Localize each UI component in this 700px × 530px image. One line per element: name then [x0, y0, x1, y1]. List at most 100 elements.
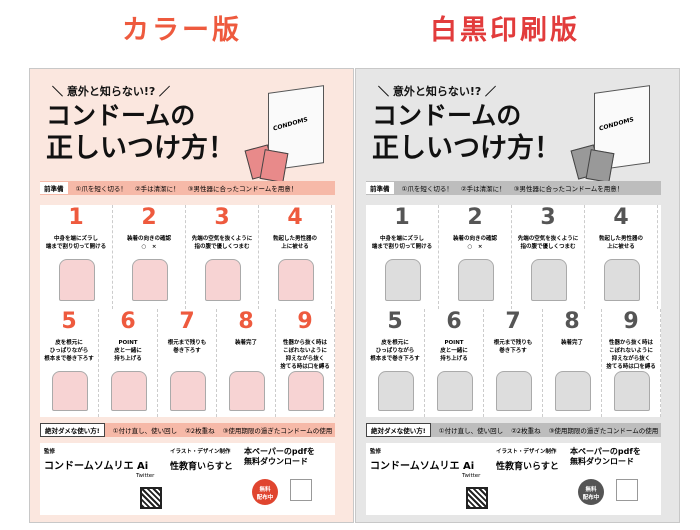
qr-code[interactable]	[466, 487, 488, 509]
step-text: 皮を根元に ひっぱりながら 根本まで巻き下ろす	[370, 340, 420, 362]
footer-panel: 監修 コンドームソムリエ Ai Twitter イラスト・デザイン制作 性教育い…	[40, 443, 335, 515]
package-illustration	[259, 149, 289, 183]
prep-label: 前準備	[40, 182, 68, 194]
step-text: 先端の空気を抜くように 指の腹で優しくつまむ	[517, 236, 579, 250]
ng-item: ①付け直し、使い回し	[438, 427, 504, 435]
step-number: 9	[623, 309, 639, 334]
mono-sheet[interactable]: ＼ 意外と知らない!? ／ コンドームの 正しいつけ方！ CONDOMS 前準備…	[355, 68, 680, 523]
prep-item: ②手は清潔に！	[460, 185, 506, 193]
step-4: 4 勃起した男性器の 上に被せる	[259, 205, 332, 309]
ng-item: ②2枚重ね	[185, 427, 215, 435]
step-text: POINT 皮と一緒に 持ち上げる	[440, 340, 468, 362]
qr-placeholder	[616, 479, 638, 501]
color-version-heading: カラー版	[122, 15, 242, 46]
step-illustration	[603, 259, 640, 301]
step-illustration	[613, 371, 650, 411]
ng-row: 絶対ダメな使い方! ①付け直し、使い回し ②2枚重ね ③使用期限の過ぎたコンドー…	[366, 423, 661, 437]
mono-version-heading: 白黒印刷版	[430, 15, 580, 46]
free-badge: 無料 配布中	[578, 479, 604, 505]
step-number: 1	[68, 205, 84, 230]
design-label: イラスト・デザイン制作	[170, 449, 231, 455]
ng-row: 絶対ダメな使い方! ①付け直し、使い回し ②2枚重ね ③使用期限の過ぎたコンドー…	[40, 423, 335, 437]
step-text: 装着完了	[560, 340, 583, 346]
step-number: 3	[214, 205, 230, 230]
step-text: 装着完了	[234, 340, 257, 346]
step-text: 性器から抜く時は こぼれないように 抑えながら抜く 捨てる時は口を縛る	[606, 340, 656, 370]
step-text: 根元まで残りも 巻き下ろす	[493, 340, 533, 354]
step-illustration	[58, 259, 95, 301]
package-illustration	[585, 149, 615, 183]
twitter-label: Twitter	[462, 473, 481, 479]
step-7: 7 根元まで残りも 巻き下ろす	[158, 309, 217, 417]
brand-name: コンドームソムリエ Ai	[370, 461, 475, 472]
title-line-2: 正しいつけ方！	[46, 133, 235, 164]
prep-item: ③男性器に合ったコンドームを用意！	[513, 185, 624, 193]
step-illustration	[169, 371, 206, 411]
step-1: 1 中身を端にズラし 端まで割り切って開ける	[366, 205, 439, 309]
step-number: 9	[297, 309, 313, 334]
prep-item: ①爪を短く切る！	[401, 185, 453, 193]
step-text: 装着の向きの確認 ○ ×	[452, 236, 497, 250]
prep-label: 前準備	[366, 182, 394, 194]
step-number: 2	[141, 205, 157, 230]
brand-name: コンドームソムリエ Ai	[44, 461, 149, 472]
step-text: 中身を端にズラし 端まで割り切って開ける	[371, 236, 433, 250]
step-illustration	[131, 259, 168, 301]
step-text: 根元まで残りも 巻き下ろす	[167, 340, 207, 354]
step-number: 2	[467, 205, 483, 230]
prep-item: ③男性器に合ったコンドームを用意！	[187, 185, 298, 193]
step-text: 装着の向きの確認 ○ ×	[126, 236, 171, 250]
step-text: 皮を根元に ひっぱりながら 根本まで巻き下ろす	[44, 340, 94, 362]
intro-text: ＼ 意外と知らない!? ／	[378, 85, 497, 98]
step-illustration	[377, 371, 414, 411]
ng-item: ②2枚重ね	[511, 427, 541, 435]
step-2: 2 装着の向きの確認 ○ ×	[113, 205, 186, 309]
footer-panel: 監修 コンドームソムリエ Ai Twitter イラスト・デザイン制作 性教育い…	[366, 443, 661, 515]
step-number: 8	[238, 309, 254, 334]
qr-placeholder	[290, 479, 312, 501]
step-number: 7	[179, 309, 195, 334]
step-illustration	[384, 259, 421, 301]
step-8: 8 装着完了	[217, 309, 276, 417]
download-cta[interactable]: 本ペーパーのpdfを 無料ダウンロード	[244, 447, 315, 466]
step-number: 7	[505, 309, 521, 334]
step-illustration	[495, 371, 532, 411]
step-5: 5 皮を根元に ひっぱりながら 根本まで巻き下ろす	[40, 309, 99, 417]
step-number: 6	[120, 309, 136, 334]
title-line-1: コンドームの	[372, 101, 522, 130]
step-number: 4	[613, 205, 629, 230]
step-5: 5 皮を根元に ひっぱりながら 根本まで巻き下ろす	[366, 309, 425, 417]
step-number: 5	[61, 309, 77, 334]
step-number: 4	[287, 205, 303, 230]
ng-item: ①付け直し、使い回し	[112, 427, 178, 435]
step-text: 勃起した男性器の 上に被せる	[272, 236, 317, 250]
step-2: 2 装着の向きの確認 ○ ×	[439, 205, 512, 309]
step-illustration	[277, 259, 314, 301]
site-name: 性教育いらすと	[170, 462, 233, 472]
qr-code[interactable]	[140, 487, 162, 509]
step-illustration	[228, 371, 265, 411]
step-number: 1	[394, 205, 410, 230]
ng-item: ③使用期限の過ぎたコンドームの使用	[548, 427, 659, 435]
twitter-label: Twitter	[136, 473, 155, 479]
step-number: 5	[387, 309, 403, 334]
ng-label: 絶対ダメな使い方!	[40, 423, 105, 437]
step-illustration	[436, 371, 473, 411]
ng-item: ③使用期限の過ぎたコンドームの使用	[222, 427, 333, 435]
prep-row: 前準備 ①爪を短く切る！ ②手は清潔に！ ③男性器に合ったコンドームを用意！	[366, 181, 661, 195]
step-illustration	[287, 371, 324, 411]
step-text: POINT 皮と一緒に 持ち上げる	[114, 340, 142, 362]
prep-item: ②手は清潔に！	[134, 185, 180, 193]
color-sheet[interactable]: ＼ 意外と知らない!? ／ コンドームの 正しいつけ方！ CONDOMS 前準備…	[29, 68, 354, 523]
download-cta[interactable]: 本ペーパーのpdfを 無料ダウンロード	[570, 447, 641, 466]
title-line-2: 正しいつけ方！	[372, 133, 561, 164]
